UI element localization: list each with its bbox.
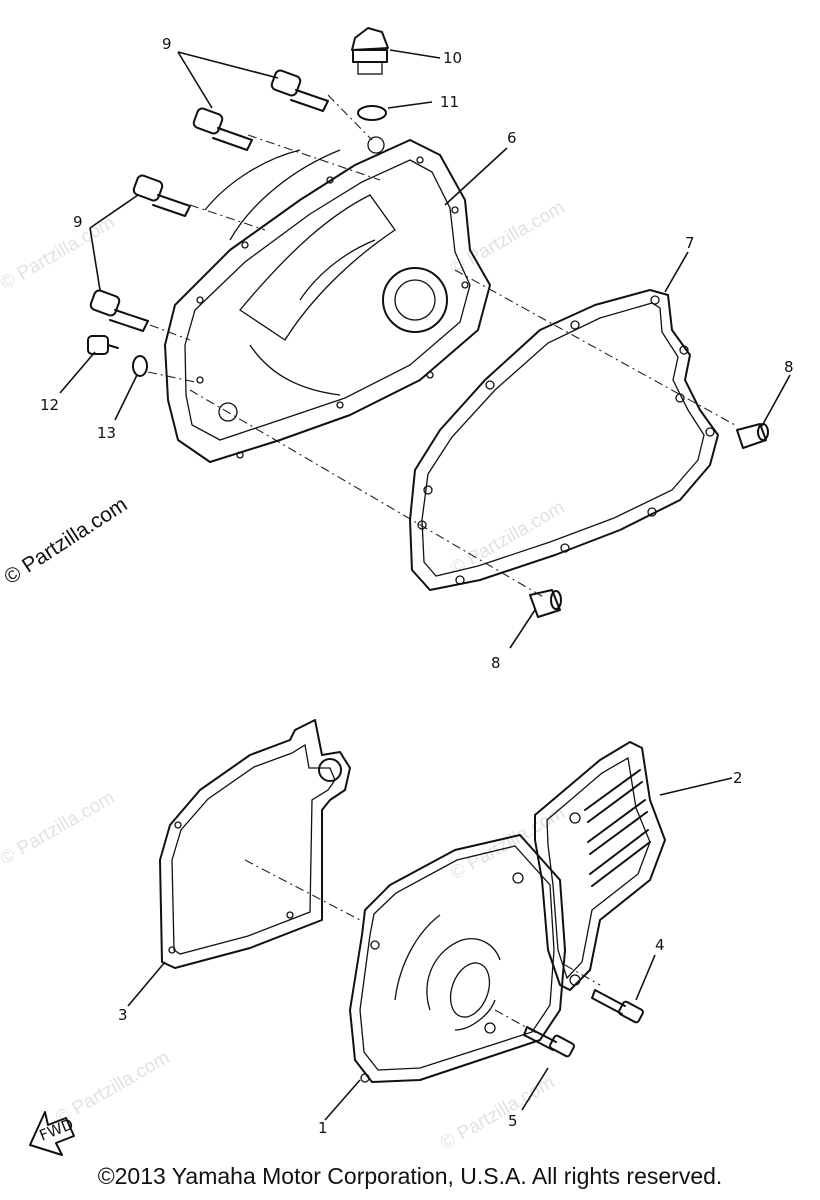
watermarks: © Partzilla.com © Partzilla.com © Partzi… <box>0 197 568 1154</box>
screw-5 <box>523 1026 575 1058</box>
leader-lines-lower <box>127 777 733 1121</box>
copyright-notice: ©2013 Yamaha Motor Corporation, U.S.A. A… <box>97 1163 723 1189</box>
bolt-12 <box>87 335 119 355</box>
watermark: © Partzilla.com <box>0 212 118 294</box>
callout-9b: 9 <box>73 213 83 231</box>
dowel-pin-8-bottom <box>529 589 562 618</box>
callout-11: 11 <box>440 93 459 111</box>
watermark-dark: © Partzilla.com <box>0 493 131 589</box>
dowel-pin-8-right <box>736 423 769 449</box>
callout-8b: 8 <box>491 654 501 672</box>
o-ring-11 <box>357 105 387 121</box>
leader-lines-upper <box>59 49 791 649</box>
assembly-lines-upper <box>147 94 736 599</box>
cover-1 <box>349 834 566 1083</box>
crankcase-cover-6 <box>164 136 491 463</box>
fwd-arrow-icon: FWD <box>29 1111 76 1156</box>
watermark: © Partzilla.com <box>447 802 568 884</box>
watermark: © Partzilla.com <box>437 1072 558 1154</box>
callout-4: 4 <box>655 936 665 954</box>
callout-9a: 9 <box>162 35 172 53</box>
washer-13 <box>132 355 148 377</box>
callout-6: 6 <box>507 129 517 147</box>
watermark: © Partzilla.com <box>52 1047 173 1129</box>
watermark: © Partzilla.com <box>0 787 118 869</box>
callout-13: 13 <box>97 424 116 442</box>
screw <box>89 289 149 332</box>
screw-4 <box>591 989 644 1024</box>
callout-1: 1 <box>318 1119 328 1137</box>
callout-3: 3 <box>118 1006 128 1024</box>
screw <box>270 69 329 112</box>
plug-10 <box>351 27 389 75</box>
callouts-lower: 2 4 3 5 1 <box>118 769 743 1137</box>
watermark: © Partzilla.com <box>447 497 568 579</box>
screw <box>192 107 253 151</box>
callout-5: 5 <box>508 1112 518 1130</box>
callouts-upper: 9 10 11 6 9 7 8 12 13 8 <box>40 35 794 672</box>
callout-8a: 8 <box>784 358 794 376</box>
cover-2 <box>534 741 666 991</box>
gasket-7 <box>409 289 719 591</box>
callout-7: 7 <box>685 234 695 252</box>
screws-9 <box>89 69 329 332</box>
callout-10: 10 <box>443 49 462 67</box>
callout-12: 12 <box>40 396 59 414</box>
screw <box>132 174 191 217</box>
gasket-3 <box>159 719 351 969</box>
callout-2: 2 <box>733 769 743 787</box>
